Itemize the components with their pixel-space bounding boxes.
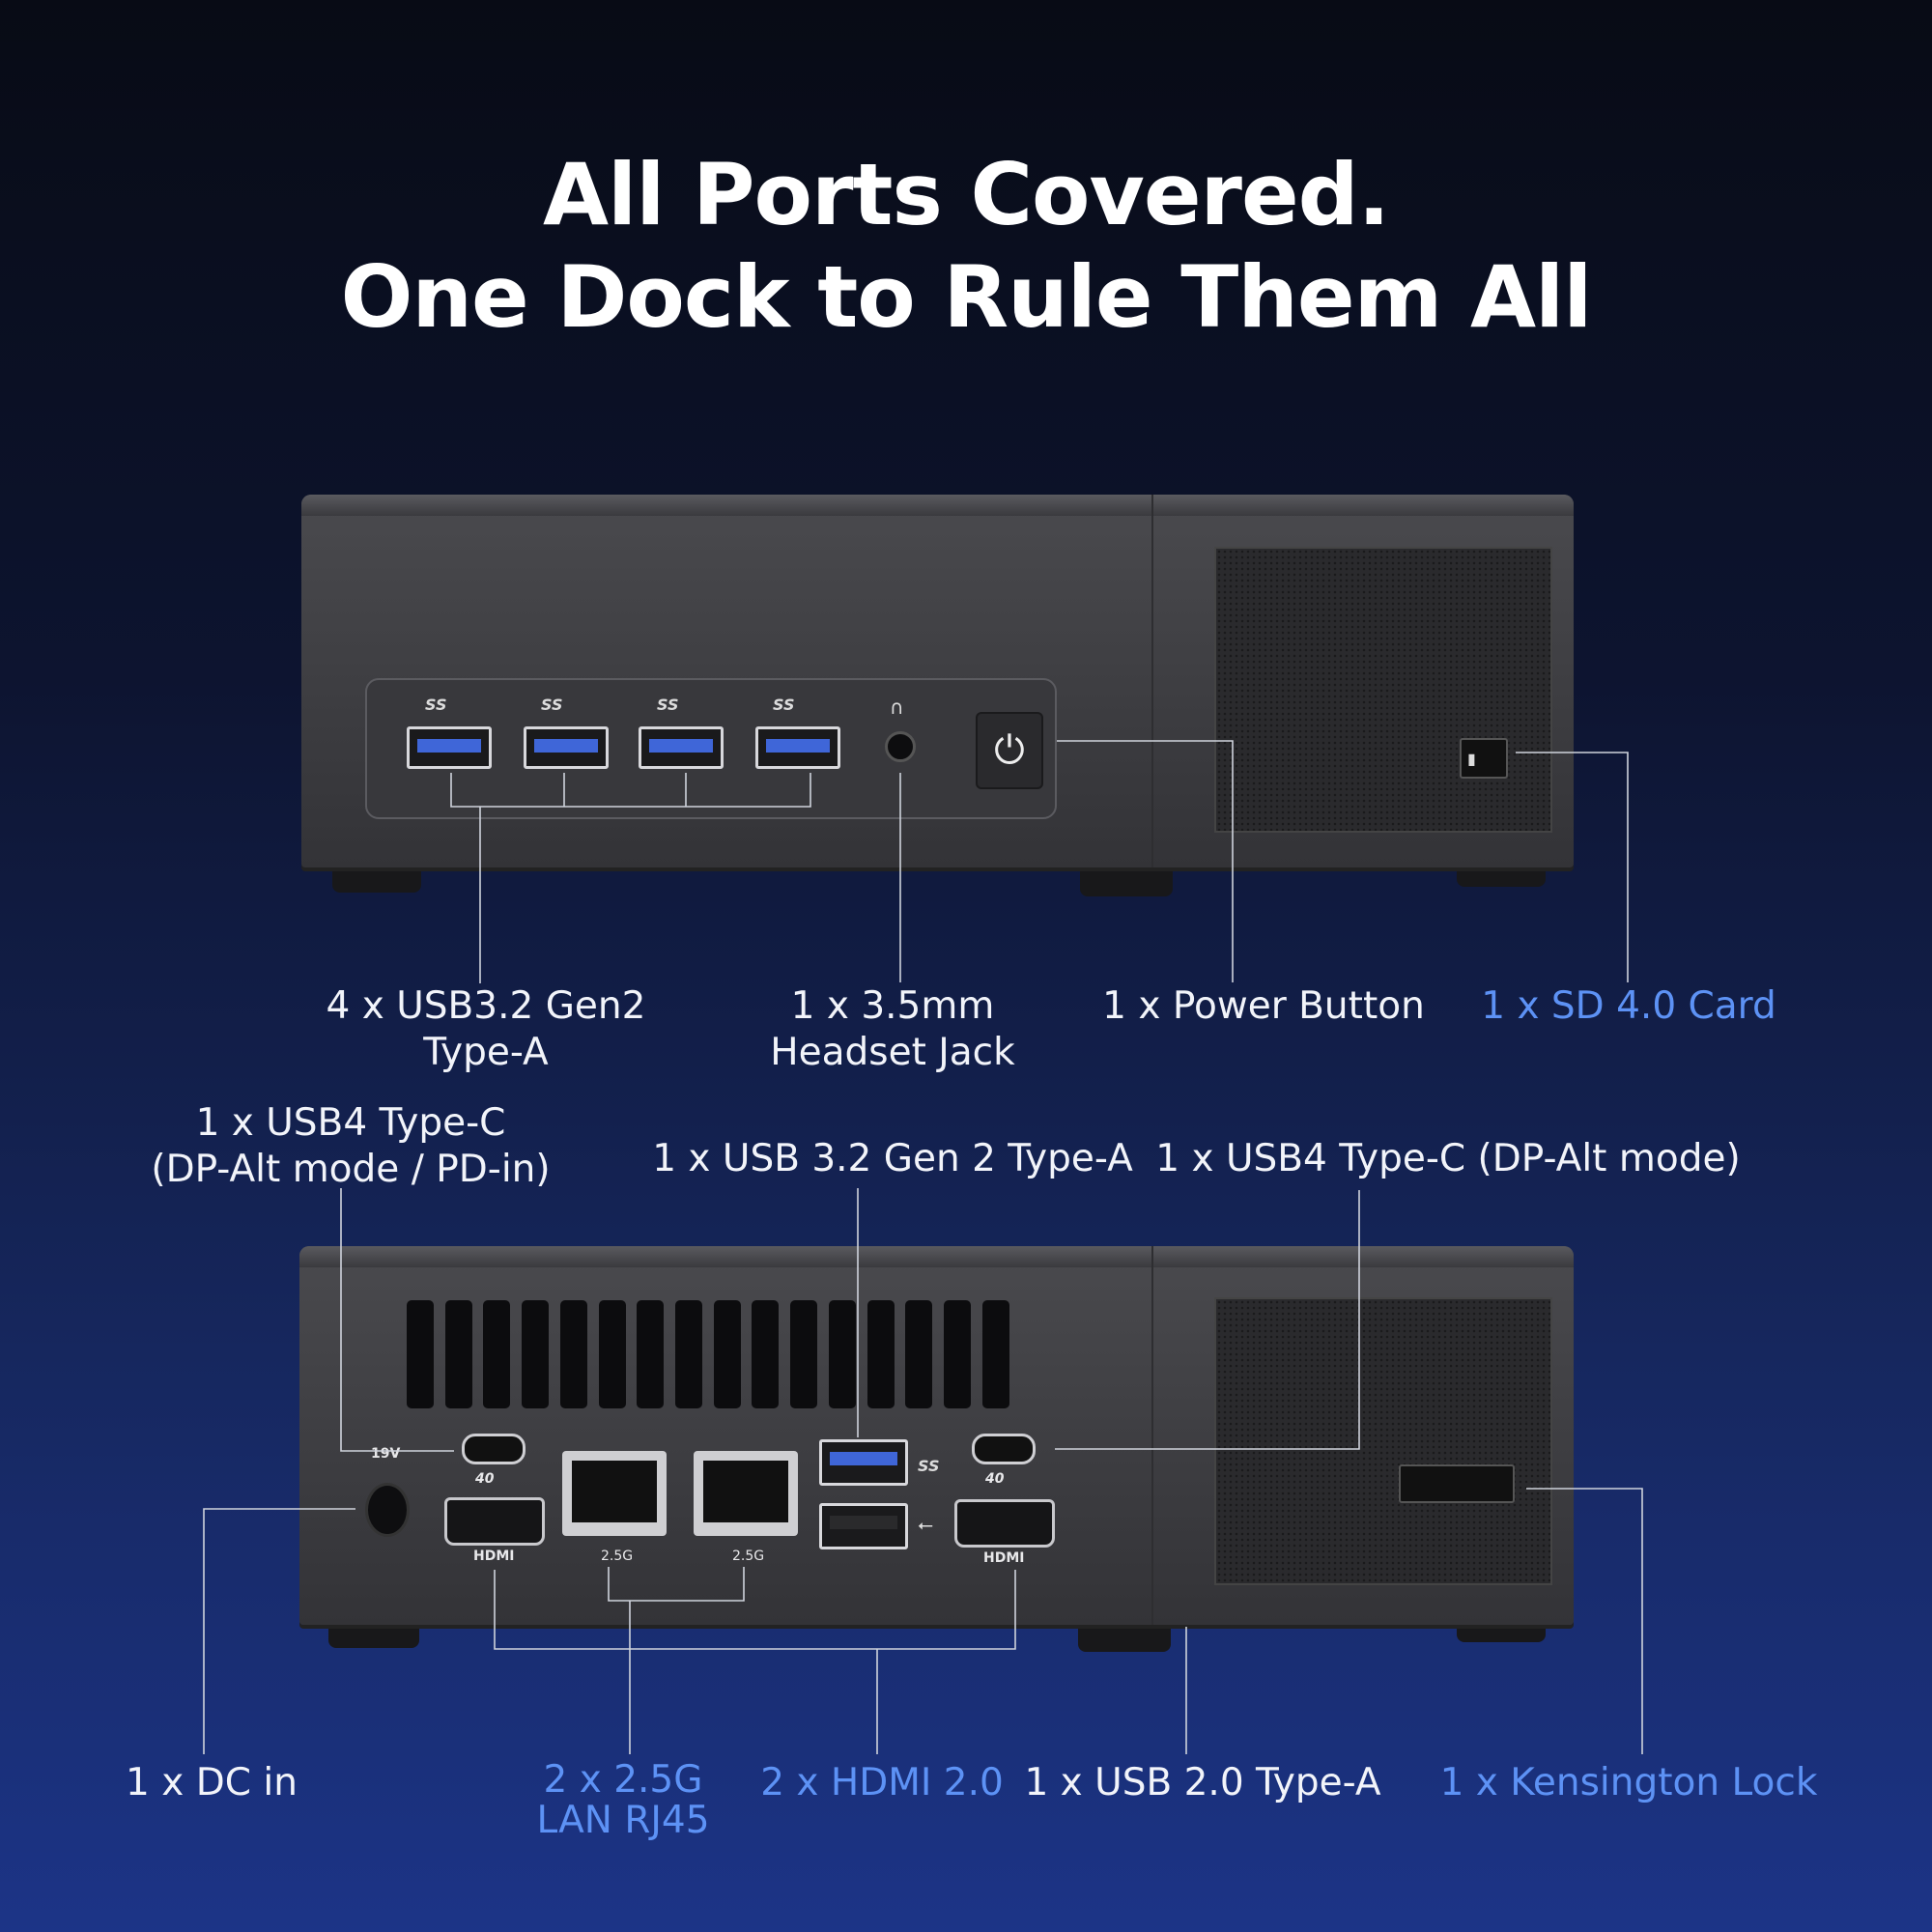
rj45-port <box>694 1451 798 1536</box>
usb-a-port <box>524 726 609 769</box>
device-foot <box>328 1623 419 1648</box>
headset-icon: ∩ <box>890 696 904 719</box>
device-foot <box>1080 869 1173 896</box>
hdmi-port <box>954 1499 1055 1548</box>
vent-slot <box>981 1300 1009 1408</box>
label-usb-3-2-rear: 1 x USB 3.2 Gen 2 Type-A <box>652 1137 1133 1180</box>
vent-slot <box>828 1300 856 1408</box>
vent-grille <box>407 1300 1009 1408</box>
label-hdmi: 2 x HDMI 2.0 <box>760 1761 1004 1804</box>
label-usb-2-0: 1 x USB 2.0 Type-A <box>1024 1761 1381 1804</box>
usb-a-port <box>639 726 724 769</box>
sd-card-slot: ▮ <box>1460 738 1508 779</box>
vent-slot <box>752 1300 780 1408</box>
vent-slot <box>637 1300 665 1408</box>
label-usb4-pd-in: 1 x USB4 Type-C(DP-Alt mode / PD-in) <box>151 1101 551 1191</box>
label-kensington-lock: 1 x Kensington Lock <box>1439 1761 1818 1804</box>
hdmi-marking: HDMI <box>473 1548 515 1564</box>
power-button: ⏻ <box>976 712 1043 789</box>
superspeed-icon: SS <box>541 696 563 714</box>
thunderbolt-40-icon: 40 <box>475 1471 495 1487</box>
headline-line1: All Ports Covered. <box>542 145 1390 244</box>
vent-slot <box>407 1300 434 1408</box>
superspeed-icon: SS <box>918 1457 940 1475</box>
vent-slot <box>598 1300 626 1408</box>
vent-slot <box>675 1300 703 1408</box>
lan-speed-marking: 2.5G <box>732 1548 765 1564</box>
superspeed-icon: SS <box>657 696 679 714</box>
rj45-port <box>562 1451 667 1536</box>
label-dc-in: 1 x DC in <box>126 1761 298 1804</box>
usb4-type-c-port <box>972 1434 1036 1464</box>
usb-3-2-type-a-port <box>819 1439 908 1486</box>
usb-icon: ⭠ <box>918 1513 933 1536</box>
vent-slot <box>867 1300 895 1408</box>
vent-slot <box>790 1300 818 1408</box>
side-mesh-grille <box>1214 1297 1552 1585</box>
superspeed-icon: SS <box>425 696 447 714</box>
usb4-type-c-port <box>462 1434 526 1464</box>
dc-in-jack <box>365 1483 410 1537</box>
dc-voltage-marking: 19V <box>371 1446 401 1462</box>
vent-slot <box>559 1300 587 1408</box>
usb-a-port <box>407 726 492 769</box>
hdmi-port <box>444 1497 545 1546</box>
hdmi-marking: HDMI <box>983 1550 1025 1566</box>
usb-2-0-type-a-port <box>819 1503 908 1549</box>
vent-slot <box>522 1300 550 1408</box>
thunderbolt-40-icon: 40 <box>985 1471 1005 1487</box>
lan-speed-marking: 2.5G <box>601 1548 634 1564</box>
label-power-button: 1 x Power Button <box>1102 984 1425 1028</box>
lock-icon: ▮ <box>1467 750 1476 768</box>
vent-slot <box>905 1300 933 1408</box>
device-foot <box>1078 1623 1171 1652</box>
vent-slot <box>444 1300 472 1408</box>
vent-slot <box>713 1300 741 1408</box>
usb-a-port <box>755 726 840 769</box>
label-sd-card: 1 x SD 4.0 Card <box>1481 984 1776 1028</box>
label-usb4-dp-alt: 1 x USB4 Type-C (DP-Alt mode) <box>1155 1137 1741 1180</box>
device-foot <box>332 869 421 893</box>
kensington-lock-slot <box>1399 1464 1515 1503</box>
vent-slot <box>483 1300 511 1408</box>
headline-line2: One Dock to Rule Them All <box>340 247 1593 347</box>
superspeed-icon: SS <box>773 696 795 714</box>
headset-jack <box>885 731 916 762</box>
side-mesh-grille <box>1214 547 1552 833</box>
vent-slot <box>944 1300 972 1408</box>
